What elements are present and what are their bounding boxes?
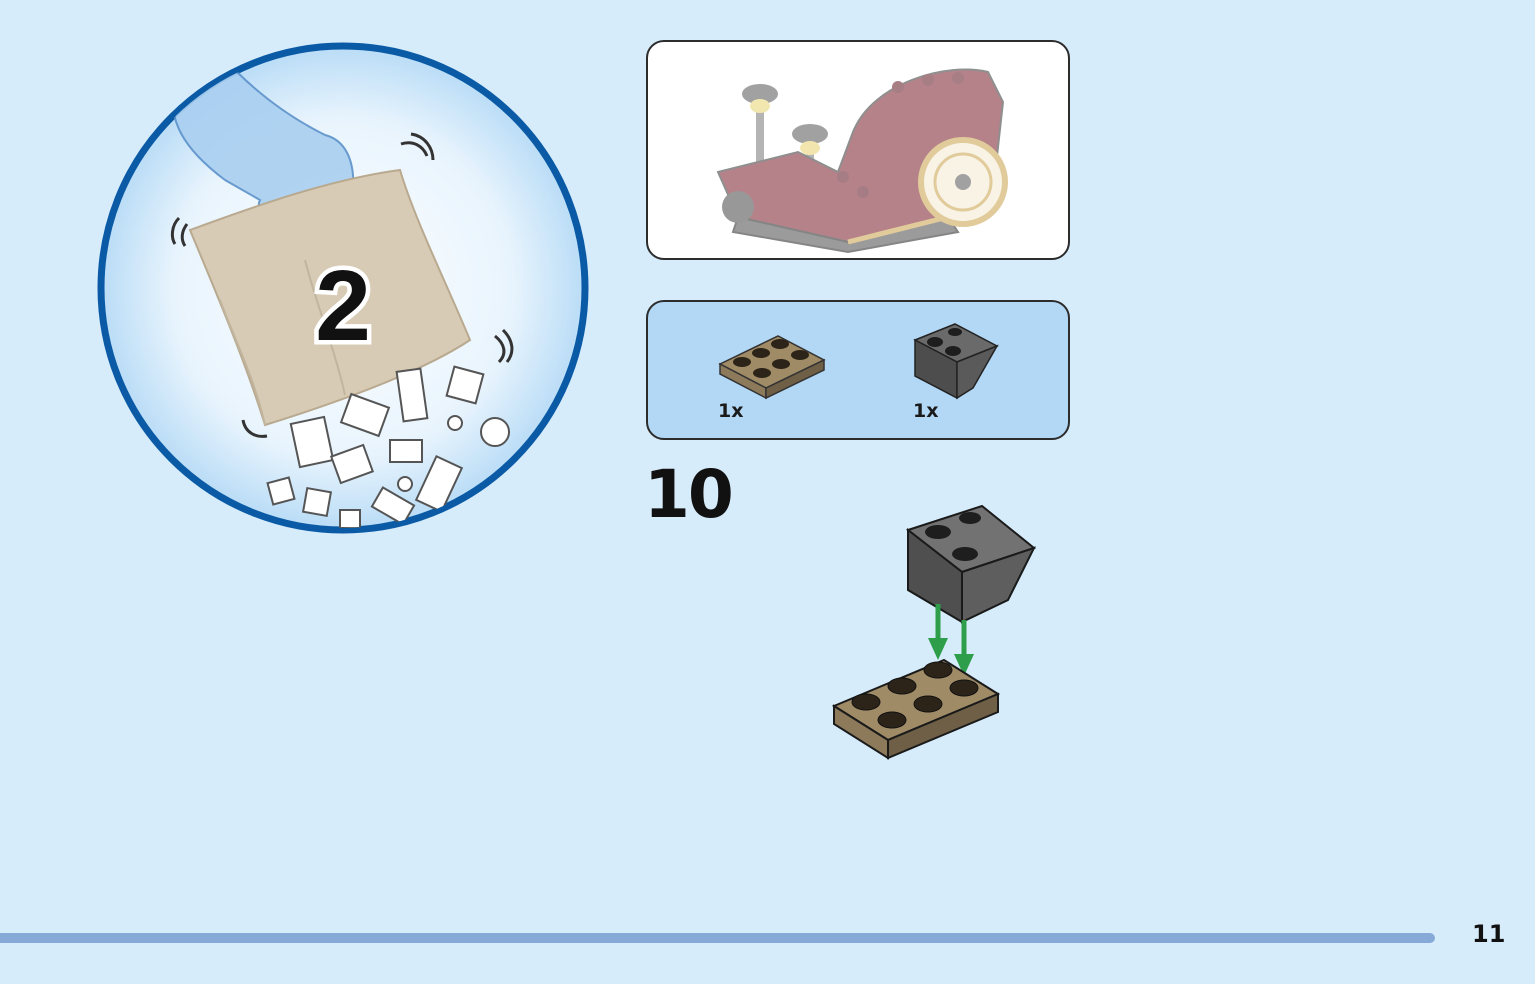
- part-grey-slope: [913, 318, 1003, 406]
- bag-number: 2: [315, 250, 371, 362]
- part-tan-plate: [718, 324, 828, 408]
- dark-grey-inverted-slope-icon: [913, 323, 999, 400]
- step-assembly-illustration: [820, 500, 1060, 770]
- bag-illustration: 2: [95, 40, 591, 536]
- part-qty-grey-slope: 1x: [913, 400, 939, 422]
- carriage-preview-image: [716, 68, 1008, 254]
- footer-progress-bar: [0, 933, 1435, 943]
- tan-plate-2x3-icon: [718, 335, 826, 400]
- assembly-arrows: [928, 604, 974, 676]
- parts-list-panel: 1x 1x: [646, 300, 1070, 440]
- step-number: 10: [644, 456, 734, 533]
- part-qty-tan-plate: 1x: [718, 400, 744, 422]
- page-number: 11: [1472, 920, 1506, 948]
- model-preview-panel: [646, 40, 1070, 260]
